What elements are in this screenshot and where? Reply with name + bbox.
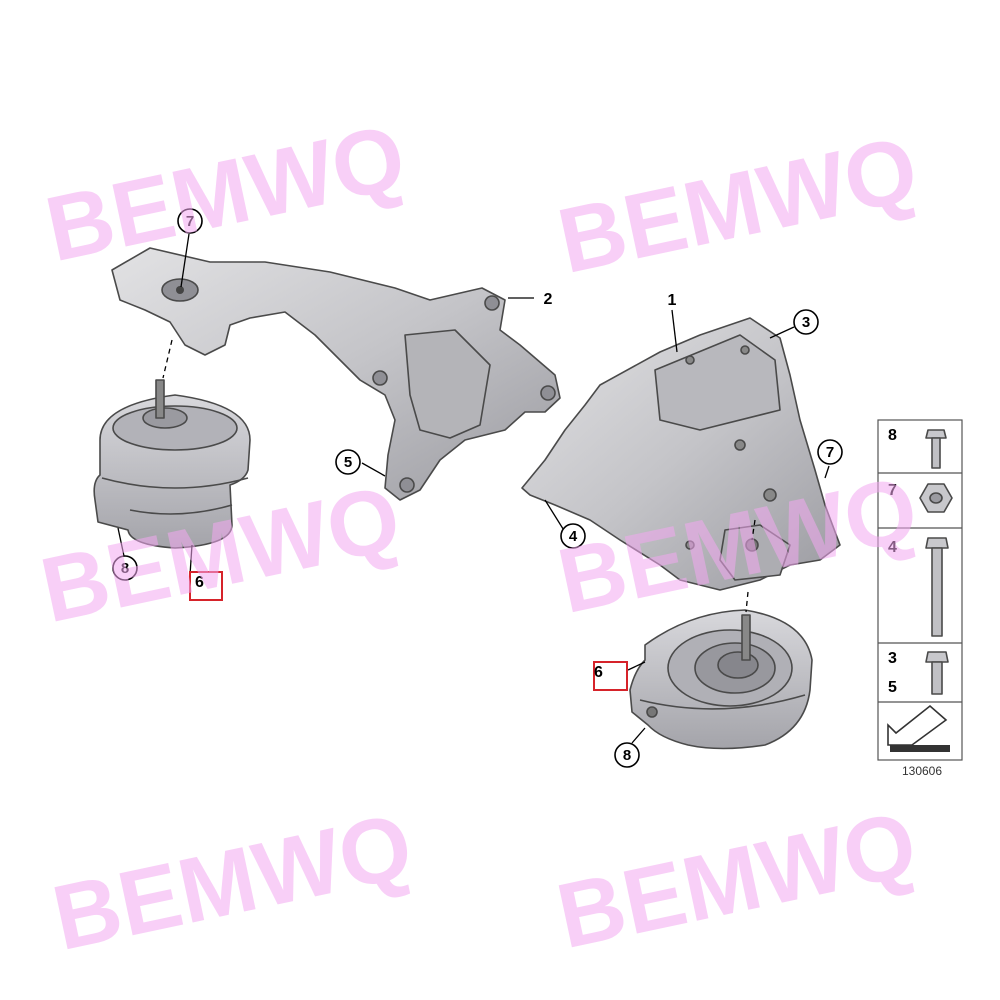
direction-arrow-icon (887, 704, 950, 752)
svg-text:6: 6 (594, 664, 603, 681)
svg-text:4: 4 (569, 528, 578, 545)
nut-icon (919, 483, 953, 513)
svg-text:8: 8 (623, 747, 631, 764)
reference-code: 130606 (902, 764, 942, 778)
svg-text:3: 3 (802, 314, 810, 331)
callout-5: 5 (335, 449, 361, 475)
callout-2: 2 (544, 291, 553, 308)
left-leaders (117, 233, 534, 576)
svg-text:8: 8 (888, 427, 897, 444)
svg-text:7: 7 (186, 213, 194, 230)
callout-8-right: 8 (614, 742, 640, 768)
svg-text:6: 6 (195, 574, 204, 591)
svg-text:8: 8 (121, 560, 129, 577)
svg-text:7: 7 (888, 482, 897, 499)
callout-3: 3 (793, 309, 819, 335)
watermark-text: BEMWQ (45, 795, 421, 970)
callout-1: 1 (668, 292, 677, 309)
svg-text:5: 5 (344, 454, 352, 471)
long-bolt-icon (925, 537, 949, 637)
engine-mount-right (629, 609, 813, 750)
right-leaders (544, 309, 830, 744)
watermark-text: BEMWQ (549, 793, 925, 968)
watermark-layer: BEMWQ BEMWQ BEMWQ BEMWQ BEMWQ BEMWQ (33, 106, 926, 970)
watermark-text: BEMWQ (38, 106, 414, 281)
watermark-text: BEMWQ (550, 118, 926, 293)
engine-mount-left (93, 379, 251, 549)
legend-row-7: 7 (888, 482, 953, 513)
bolt-icon (925, 429, 947, 469)
legend-row-3-5: 3 5 (888, 650, 949, 696)
legend-row-4: 4 (888, 537, 949, 637)
legend-row-8: 8 (888, 427, 947, 469)
svg-text:7: 7 (826, 444, 834, 461)
engine-support-arm (111, 247, 561, 501)
short-bolt-icon (925, 651, 949, 695)
callout-7-right: 7 (817, 439, 843, 465)
svg-text:2: 2 (544, 291, 553, 308)
callout-8-left: 8 (112, 555, 138, 581)
callout-7-left: 7 (177, 208, 203, 234)
svg-text:3: 3 (888, 650, 897, 667)
engine-mount-bracket (521, 317, 841, 591)
hardware-legend: 8 7 4 3 5 (877, 419, 963, 761)
callout-6-right: 6 (593, 661, 628, 691)
svg-text:4: 4 (888, 539, 897, 556)
callout-6-left: 6 (189, 571, 223, 601)
svg-text:1: 1 (668, 292, 677, 309)
callout-4: 4 (560, 523, 586, 549)
svg-text:5: 5 (888, 679, 897, 696)
